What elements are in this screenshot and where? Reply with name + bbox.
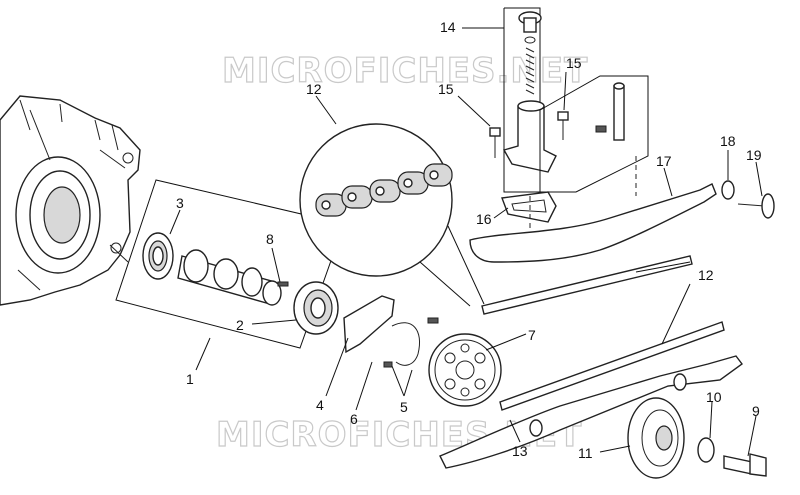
callout-2: 2 — [236, 317, 244, 333]
camshaft — [177, 249, 282, 306]
chain-links-detail — [315, 163, 453, 217]
callout-13: 13 — [512, 443, 528, 459]
camshaft-group-outline — [115, 179, 345, 349]
callout-15-left: 15 — [438, 81, 454, 97]
callout-16: 16 — [476, 211, 492, 227]
bearing-small — [142, 232, 174, 280]
flange-disc — [627, 397, 685, 479]
chain-guide — [439, 355, 743, 469]
cam-sprocket — [428, 333, 502, 407]
callout-7: 7 — [528, 327, 536, 343]
o-ring — [721, 180, 735, 200]
callout-8: 8 — [266, 231, 274, 247]
tensioner-assembly — [502, 7, 557, 193]
callout-labels: 14 15 15 12 16 17 18 19 3 8 12 2 7 1 4 6… — [176, 19, 762, 461]
tensioner-slider — [469, 183, 717, 263]
retaining-plate — [343, 295, 395, 354]
callout-5: 5 — [400, 399, 408, 415]
callout-18: 18 — [720, 133, 736, 149]
callout-11: 11 — [578, 445, 593, 461]
timing-chain — [481, 255, 725, 411]
callout-19: 19 — [746, 147, 762, 163]
callout-1: 1 — [186, 371, 194, 387]
callout-14: 14 — [440, 19, 456, 35]
callout-4: 4 — [316, 397, 324, 413]
callout-17: 17 — [656, 153, 672, 169]
bolt-right — [557, 111, 569, 140]
callout-10: 10 — [706, 389, 722, 405]
callout-3: 3 — [176, 195, 184, 211]
callout-6: 6 — [350, 411, 358, 427]
callout-15-right: 15 — [566, 55, 582, 71]
chain-detail-circle — [299, 123, 485, 307]
washer — [697, 437, 715, 463]
pin — [277, 281, 289, 287]
screw-bottom — [383, 361, 393, 368]
guide-clip — [391, 322, 420, 366]
callout-12-detail: 12 — [306, 81, 322, 97]
guide-pin — [595, 82, 625, 141]
bolt-left — [489, 127, 501, 158]
watermark-top: MICROFICHES.NET — [222, 51, 588, 91]
pivot-bolt — [737, 193, 775, 219]
crankcase-housing — [0, 95, 141, 306]
callout-9: 9 — [752, 403, 760, 419]
hex-bolt — [723, 453, 767, 477]
bearing-large — [293, 281, 339, 335]
callout-12-chain: 12 — [698, 267, 714, 283]
guide-pin-group — [539, 75, 649, 193]
leader-lines — [169, 27, 763, 457]
gasket — [501, 191, 557, 223]
screw-small — [427, 317, 439, 324]
